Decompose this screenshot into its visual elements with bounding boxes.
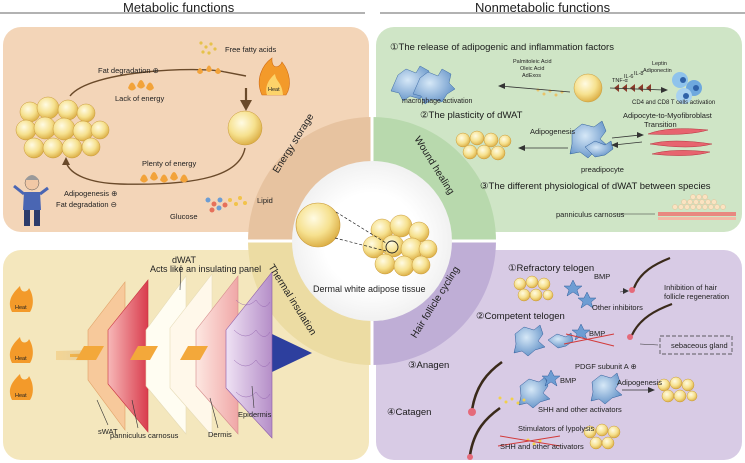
transition-label: Transition (644, 120, 677, 129)
competent-telogen-title: ②Competent telogen (476, 311, 565, 322)
heat-label-1: Heat (15, 305, 27, 311)
lack-of-energy-label: Lack of energy (115, 94, 165, 103)
panniculus-thermal-label: panniculus carnosus (110, 431, 179, 440)
amt-label: Adipocyte-to-Myofibroblast (623, 111, 712, 120)
anagen-title: ③Anagen (408, 360, 450, 371)
heat-label-2: Heat (15, 356, 27, 362)
insulating-panel-label: Acts like an insulating panel (150, 264, 262, 274)
palmitoleic-acid-label: Palmitoleic Acid (513, 59, 552, 65)
bmp-label-1: BMP (594, 272, 611, 281)
catagen-title: ④Catagen (387, 407, 432, 418)
tnf-label: TNF-α (612, 78, 628, 84)
adiponectin-label: Adiponectin (643, 68, 672, 74)
bmp-label-3: BMP (560, 376, 577, 385)
il6-label: IL-6 (624, 74, 634, 80)
fat-degradation-down-label: Fat degradation ⊖ (56, 200, 117, 209)
nonmetabolic-functions-header: Nonmetabolic functions (475, 0, 611, 15)
sebaceous-gland-label: sebaceous gland (671, 341, 728, 350)
free-fatty-acids-label: Free fatty acids (225, 45, 277, 54)
heat-label-3: Heat (15, 393, 27, 399)
heat-label-energy: Heat (268, 87, 280, 93)
plenty-of-energy-label: Plenty of energy (142, 159, 197, 168)
center-label: Dermal white adipose tissue (313, 284, 426, 294)
lipolysis-label: Stimulators of lypolysis (518, 424, 595, 433)
il8-label: IL-8 (634, 71, 644, 77)
wound-title-1: ①The release of adipogenic and inflammat… (390, 42, 614, 53)
pdgf-label: PDGF subunit A ⊕ (575, 362, 637, 371)
adipogenesis-wound-label: Adipogenesis (530, 127, 576, 136)
inhibition-line-2: follicle regeneration (664, 292, 730, 301)
macrophage-activation-label: macrophage activation (402, 98, 473, 105)
wound-title-3: ③The different physiological of dWAT bet… (480, 181, 711, 192)
person-icon (13, 175, 49, 226)
dwat-label: dWAT (172, 255, 196, 265)
panniculus-wound-label: panniculus carnosus (556, 210, 625, 219)
adexos-label: AdExos (522, 73, 541, 79)
swat-label: sWAT (98, 427, 118, 436)
shh-activators-label: SHH and other activators (538, 405, 622, 414)
bmp-label-2: BMP (589, 329, 606, 338)
fat-degradation-up-label: Fat degradation ⊕ (98, 66, 159, 75)
refractory-telogen-title: ①Refractory telogen (508, 263, 595, 274)
other-inhibitors-label: Other inhibitors (592, 303, 643, 312)
epidermis-label: Epidermis (238, 410, 272, 419)
lipid-label: Lipid (257, 196, 273, 205)
glucose-label: Glucose (170, 212, 198, 221)
oleic-acid-label: Oleic Acid (520, 66, 545, 72)
wound-title-2: ②The plasticity of dWAT (420, 110, 523, 121)
adipogenesis-up-label: Adipogenesis ⊕ (64, 189, 118, 198)
cd4-cd8-activation-label: CD4 and CD8 T cells activation (632, 100, 716, 106)
leptin-label: Leptin (652, 61, 667, 67)
adipogenesis-hair-label: Adipogenesis (617, 378, 663, 387)
dermis-label: Dermis (208, 430, 232, 439)
shh-activators-label-2: SHH and other activators (500, 442, 584, 451)
inhibition-line-1: Inhibition of hair (664, 283, 717, 292)
preadipocyte-label: preadipocyte (581, 165, 624, 174)
metabolic-functions-header: Metabolic functions (123, 0, 235, 15)
